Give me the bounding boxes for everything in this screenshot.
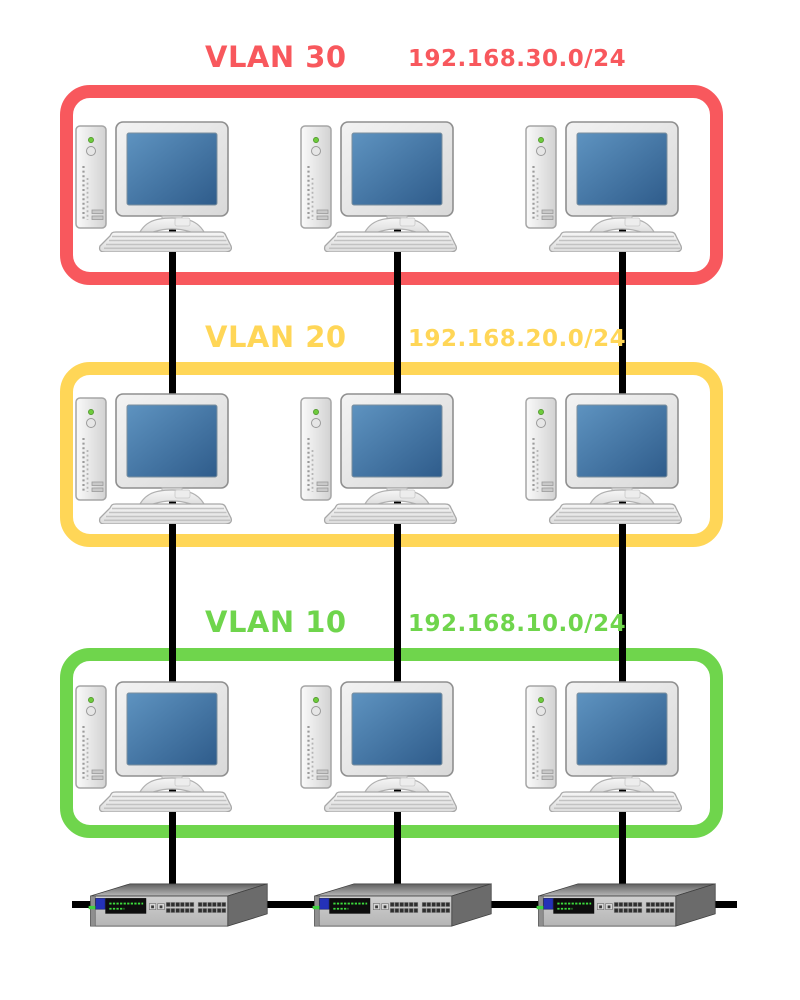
vlan-10-boundary <box>60 648 723 838</box>
vlan-30-boundary <box>60 85 723 285</box>
vlan-20-subnet: 192.168.20.0/24 <box>408 326 627 352</box>
workstation-icon <box>299 392 458 524</box>
workstation-icon <box>74 120 233 252</box>
vlan-30-subnet: 192.168.30.0/24 <box>408 46 627 72</box>
vlan-20-boundary <box>60 362 723 547</box>
uplink-cable-col3 <box>619 205 626 908</box>
rack-switch-icon <box>311 882 493 928</box>
workstation-icon <box>74 680 233 812</box>
vlan-10-subnet: 192.168.10.0/24 <box>408 611 627 637</box>
rack-switch-icon <box>87 882 269 928</box>
vlan-30-label: VLAN 30 <box>205 40 347 74</box>
workstation-icon <box>524 120 683 252</box>
uplink-cable-col1 <box>169 205 176 908</box>
vlan-10-label: VLAN 10 <box>205 605 347 639</box>
vlan-20-label: VLAN 20 <box>205 320 347 354</box>
rack-switch-icon <box>535 882 717 928</box>
uplink-cable-col2 <box>394 205 401 908</box>
workstation-icon <box>299 120 458 252</box>
workstation-icon <box>524 392 683 524</box>
workstation-icon <box>299 680 458 812</box>
workstation-icon <box>74 392 233 524</box>
workstation-icon <box>524 680 683 812</box>
